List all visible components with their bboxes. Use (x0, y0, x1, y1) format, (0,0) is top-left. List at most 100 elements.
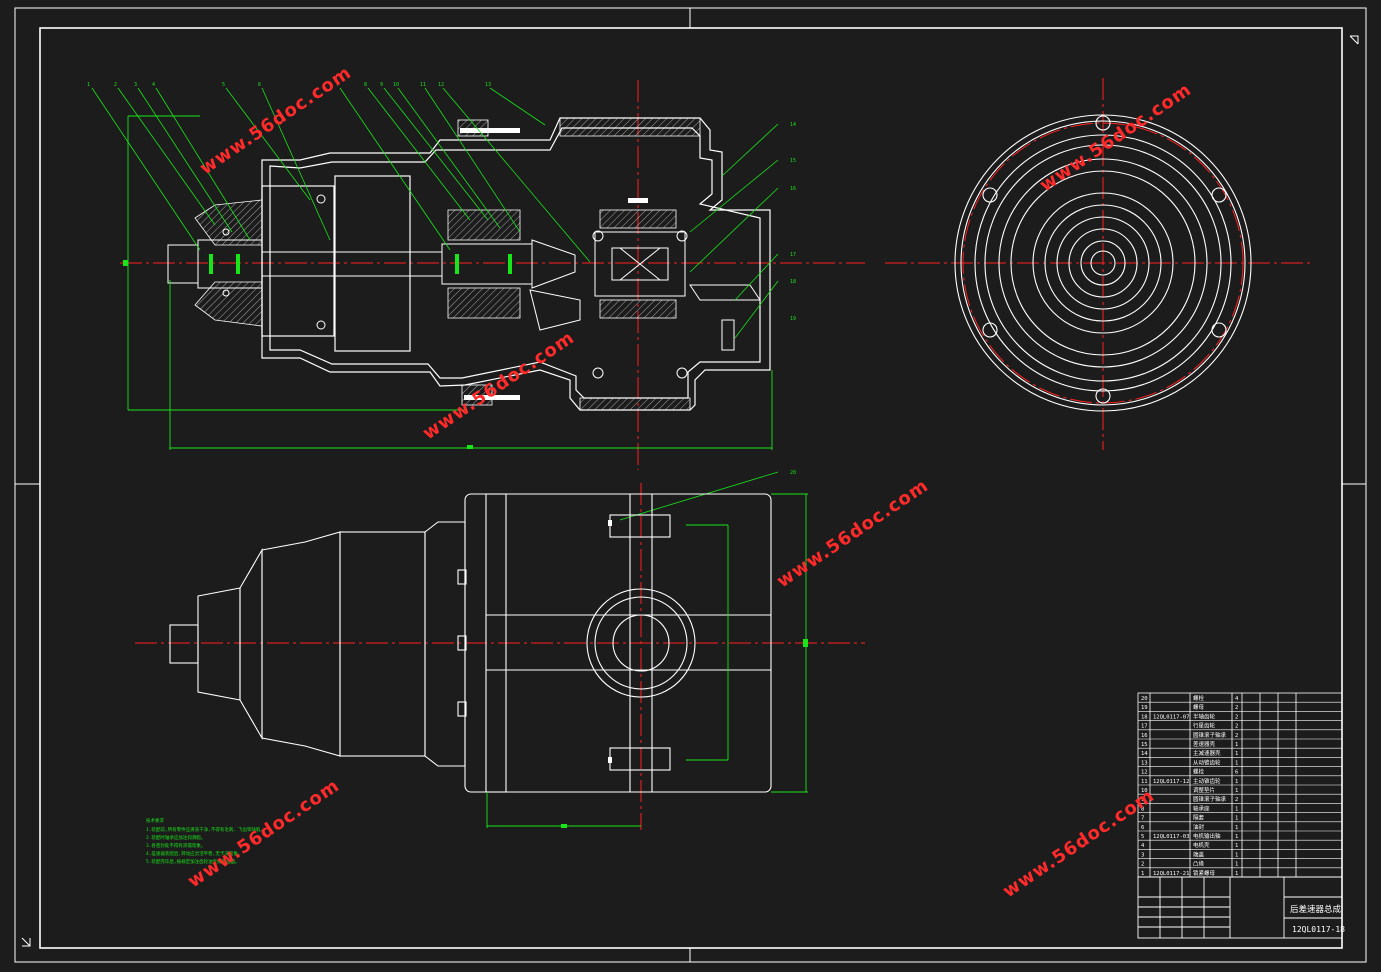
balloon-8: 8 (364, 82, 367, 88)
bom-item-qty: 1 (1235, 825, 1238, 831)
bom-item-name: 隔套 (1193, 814, 1205, 822)
drawing-title: 后差速器总成 (1290, 904, 1342, 915)
bom-item-no: 7 (1141, 816, 1144, 822)
bom-item-no: 13 (1141, 760, 1148, 766)
watermark: www.56doc.com (999, 785, 1158, 902)
bom-item-code: 12QL0117-21 (1153, 871, 1189, 877)
note-line-2: 2.装配时轴承应加注润滑脂。 (146, 834, 205, 841)
watermarks: www.56doc.com www.56doc.com www.56doc.co… (184, 62, 1195, 902)
bom-item-qty: 2 (1235, 733, 1238, 739)
bom-item-no: 20 (1141, 696, 1148, 702)
watermark: www.56doc.com (1036, 79, 1195, 196)
balloon-9: 9 (380, 82, 383, 88)
note-line-4: 4.差速器装配后,转动应灵活平稳,无卡滞现象。 (146, 850, 242, 857)
bom-item-qty: 1 (1235, 742, 1238, 748)
notes-heading: 技术要求 (146, 817, 164, 824)
bom-item-qty: 1 (1235, 806, 1238, 812)
bom-item-name: 主动锥齿轮 (1193, 777, 1221, 785)
bom-item-qty: 1 (1235, 760, 1238, 766)
balloon-19: 19 (790, 316, 796, 322)
bom-item-name: 从动锥齿轮 (1193, 758, 1221, 766)
bom-item-qty: 1 (1235, 843, 1238, 849)
bom-item-name: 螺栓 (1193, 768, 1205, 776)
bom-item-no: 14 (1141, 751, 1148, 757)
watermark: www.56doc.com (773, 475, 932, 592)
bom-item-no: 1 (1141, 871, 1144, 877)
note-line-3: 3.各密封处不得有渗漏现象。 (146, 842, 205, 849)
drawing-border (14, 7, 1367, 963)
bom-item-qty: 2 (1235, 724, 1238, 730)
balloon-6: 6 (258, 82, 261, 88)
balloon-3: 3 (134, 82, 137, 88)
balloon-14: 14 (790, 122, 796, 128)
balloon-18: 18 (790, 279, 796, 285)
balloon-13: 13 (485, 82, 491, 88)
balloon-1: 1 (87, 82, 90, 88)
bom-item-qty: 6 (1235, 770, 1238, 776)
balloon-17: 17 (790, 252, 796, 258)
bom-item-qty: 1 (1235, 852, 1238, 858)
balloon-12: 12 (438, 82, 444, 88)
bom-item-name: 调整垫片 (1193, 786, 1215, 794)
bom-item-no: 15 (1141, 742, 1148, 748)
title-block: 后差速器总成 12QL0117-18 (1137, 876, 1345, 939)
balloon-10: 10 (393, 82, 399, 88)
bom-item-no: 8 (1141, 806, 1144, 812)
note-line-1: 1.装配前,所有零件应清洗干净,不得有毛刺、飞边等缺陷。 (146, 826, 265, 833)
bom-item-qty: 1 (1235, 834, 1238, 840)
bom-item-no: 5 (1141, 834, 1144, 840)
bom-item-name: 油封 (1193, 823, 1205, 831)
bom-item-no: 11 (1141, 779, 1148, 785)
bom-item-name: 主减速器壳 (1193, 749, 1221, 757)
bom-item-name: 凸缘 (1193, 860, 1205, 868)
bom-item-qty: 1 (1235, 862, 1238, 868)
technical-notes: 技术要求 1.装配前,所有零件应清洗干净,不得有毛刺、飞边等缺陷。 2.装配时轴… (146, 817, 265, 865)
bom-item-name: 螺母 (1193, 703, 1205, 711)
watermark: www.56doc.com (184, 775, 343, 892)
bom-item-no: 10 (1141, 788, 1148, 794)
end-view (885, 78, 1310, 450)
bom-item-qty: 1 (1235, 779, 1238, 785)
bom-item-no: 16 (1141, 733, 1148, 739)
bom-item-name: 锁紧螺母 (1193, 869, 1216, 877)
bom-item-qty: 1 (1235, 816, 1238, 822)
bom-item-no: 12 (1141, 770, 1148, 776)
bom-item-code: 12QL0117-07 (1153, 714, 1189, 720)
bom-item-no: 9 (1141, 797, 1144, 803)
bom-item-no: 19 (1141, 705, 1148, 711)
balloon-15: 15 (790, 158, 796, 164)
bom-item-qty: 2 (1235, 797, 1238, 803)
bom-item-qty: 2 (1235, 714, 1238, 720)
balloon-16: 16 (790, 186, 796, 192)
balloon-2: 2 (114, 82, 117, 88)
bom-item-no: 18 (1141, 714, 1148, 720)
bom-item-qty: 4 (1235, 696, 1239, 702)
bom-item-no: 17 (1141, 724, 1148, 730)
bom-item-qty: 2 (1235, 705, 1238, 711)
bom-item-name: 半轴齿轮 (1193, 712, 1216, 720)
bom-item-code: 12QL0117-03 (1153, 834, 1189, 840)
bom-item-qty: 1 (1235, 871, 1238, 877)
balloon-11: 11 (420, 82, 426, 88)
bom-item-qty: 1 (1235, 751, 1238, 757)
bom-item-name: 轴承座 (1193, 804, 1210, 812)
bom-item-name: 圆锥滚子轴承 (1193, 731, 1227, 739)
section-view: 1 2 3 4 5 6 7 8 9 10 11 12 13 14 15 16 1… (87, 80, 865, 521)
bom-item-no: 3 (1141, 852, 1144, 858)
balloon-7: 7 (336, 82, 339, 88)
note-line-5: 5.装配完毕后,按规定加注齿轮油至规定油面。 (146, 858, 240, 865)
bom-item-name: 电机输出轴 (1193, 832, 1221, 840)
bom-item-no: 2 (1141, 862, 1144, 868)
bom-item-name: 差速器壳 (1193, 740, 1216, 748)
balloon-4: 4 (152, 82, 155, 88)
bom-item-name: 螺栓 (1193, 694, 1205, 702)
bom-item-name: 端盖 (1193, 850, 1205, 858)
bom-item-name: 圆锥滚子轴承 (1193, 795, 1227, 803)
bom-item-name: 行星齿轮 (1193, 722, 1216, 730)
drawing-number: 12QL0117-18 (1292, 925, 1345, 934)
balloon-5: 5 (222, 82, 225, 88)
bom-item-name: 电机壳 (1193, 841, 1210, 849)
balloon-20: 20 (790, 470, 796, 476)
